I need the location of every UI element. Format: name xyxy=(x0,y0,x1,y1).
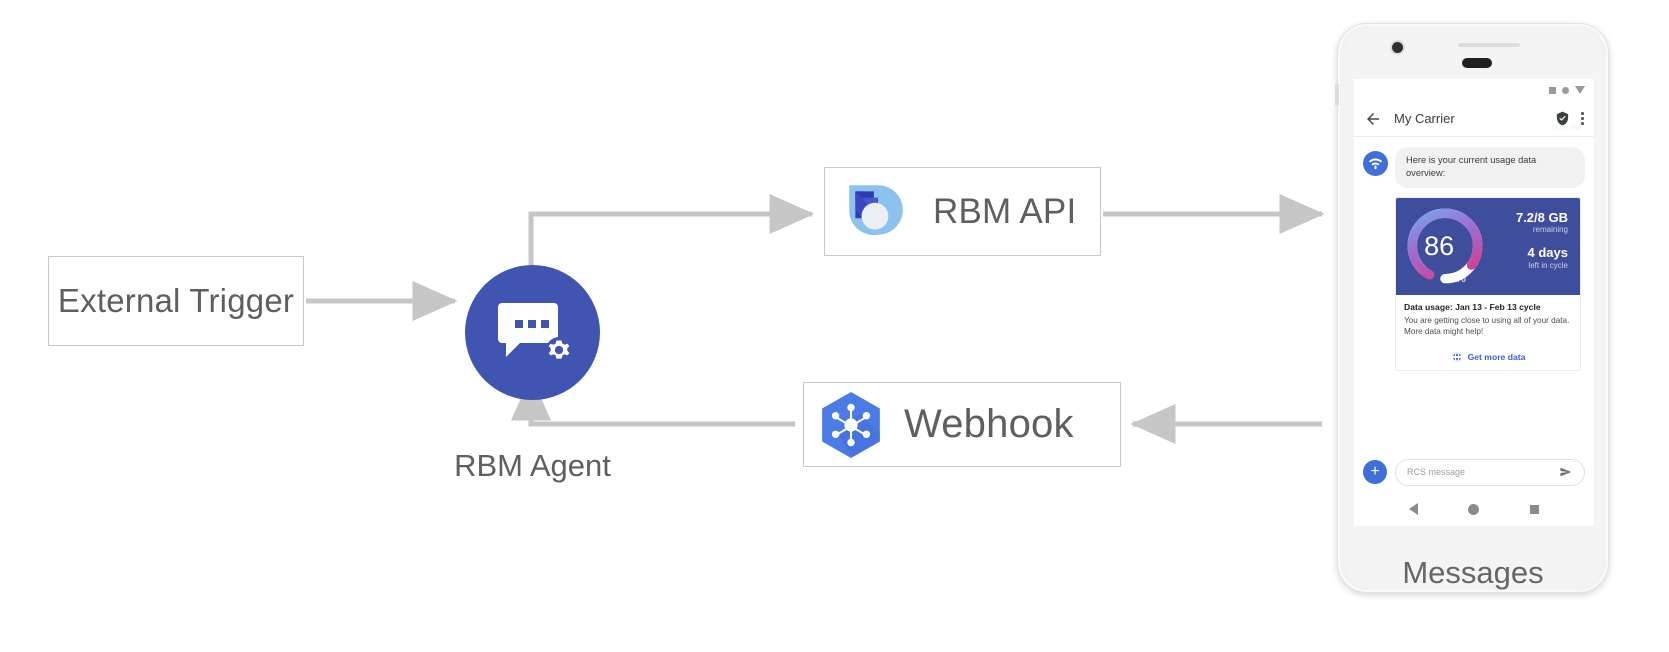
get-more-data-button[interactable]: Get more data xyxy=(1396,343,1580,370)
usage-gauge: 86 % xyxy=(1402,203,1488,289)
rich-card-body: Data usage: Jan 13 - Feb 13 cycle You ar… xyxy=(1396,295,1580,343)
gauge-percent-number: 86 xyxy=(1424,230,1455,261)
rcs-agent-avatar-icon xyxy=(1363,151,1388,176)
globe-icon xyxy=(1451,351,1462,362)
triangle-icon xyxy=(1575,86,1585,94)
node-webhook[interactable]: Webhook xyxy=(803,382,1121,467)
data-remaining-value: 7.2/8 GB xyxy=(1515,209,1568,225)
circle-icon xyxy=(1562,86,1569,94)
chat-gear-icon xyxy=(497,302,572,363)
rich-card-title: Data usage: Jan 13 - Feb 13 cycle xyxy=(1404,301,1541,312)
android-nav-bar xyxy=(1354,492,1594,526)
rich-card-description: You are getting close to using all of yo… xyxy=(1404,315,1570,337)
messages-device-label: Messages xyxy=(1402,555,1544,590)
edge-agent-to-rbmapi xyxy=(528,194,815,265)
days-left-value: 4 days xyxy=(1527,245,1568,261)
status-bar xyxy=(1354,79,1594,101)
external-trigger-label: External Trigger xyxy=(57,282,295,319)
days-left-label: left in cycle xyxy=(1528,261,1568,271)
conversation-area: 12:30 PM Here is your current usage data… xyxy=(1354,125,1594,513)
phone-body: My Carrier 12:30 PM xyxy=(1335,23,1609,593)
data-remaining-label: remaining xyxy=(1532,225,1568,235)
gauge-percent-symbol: % xyxy=(1455,271,1466,286)
gauge-value-text: 86 % xyxy=(1402,203,1488,289)
verified-shield-icon[interactable] xyxy=(1555,111,1570,126)
nav-home-icon[interactable] xyxy=(1468,503,1480,515)
square-icon xyxy=(1549,86,1556,94)
get-more-data-label: Get more data xyxy=(1467,351,1526,362)
back-arrow-icon[interactable] xyxy=(1364,110,1382,128)
phone-screen: My Carrier 12:30 PM xyxy=(1354,79,1594,526)
conversation-title: My Carrier xyxy=(1394,111,1455,126)
webhook-hexagon-icon xyxy=(822,391,880,458)
overflow-menu-icon[interactable] xyxy=(1581,112,1584,125)
plus-icon[interactable]: + xyxy=(1363,460,1387,484)
rcs-message-input[interactable]: RCS message xyxy=(1395,458,1585,486)
node-external-trigger[interactable]: External Trigger xyxy=(48,256,304,346)
send-icon[interactable] xyxy=(1559,465,1573,479)
rich-card[interactable]: 86 % 7.2/8 GB remaining 4 days left in c… xyxy=(1395,196,1581,371)
rbm-api-label: RBM API xyxy=(933,191,1077,231)
node-rbm-api[interactable]: RBM API xyxy=(824,167,1101,256)
webhook-label: Webhook xyxy=(904,402,1074,446)
rbm-agent-label: RBM Agent xyxy=(454,448,611,483)
message-composer: + RCS message xyxy=(1354,452,1594,492)
phone-side-button[interactable] xyxy=(1335,84,1339,106)
usage-summary: 7.2/8 GB remaining 4 days left in cycle xyxy=(1488,209,1574,283)
message-timestamp: 12:30 PM xyxy=(1550,125,1580,132)
front-camera-icon xyxy=(1392,42,1403,53)
earpiece-speaker xyxy=(1462,58,1492,68)
rich-card-hero: 86 % 7.2/8 GB remaining 4 days left in c… xyxy=(1396,197,1580,295)
rbm-api-logo-icon xyxy=(849,184,903,235)
messages-device: My Carrier 12:30 PM xyxy=(1335,23,1609,593)
nav-back-icon[interactable] xyxy=(1409,503,1419,515)
app-bar: My Carrier xyxy=(1354,101,1594,137)
node-rbm-agent[interactable] xyxy=(465,265,600,400)
incoming-message-row: Here is your current usage data overview… xyxy=(1363,147,1585,188)
incoming-message-bubble: Here is your current usage data overview… xyxy=(1395,147,1585,188)
phone-sensor-slit xyxy=(1458,43,1520,47)
rcs-message-placeholder: RCS message xyxy=(1407,467,1466,477)
nav-recents-icon[interactable] xyxy=(1529,504,1539,514)
